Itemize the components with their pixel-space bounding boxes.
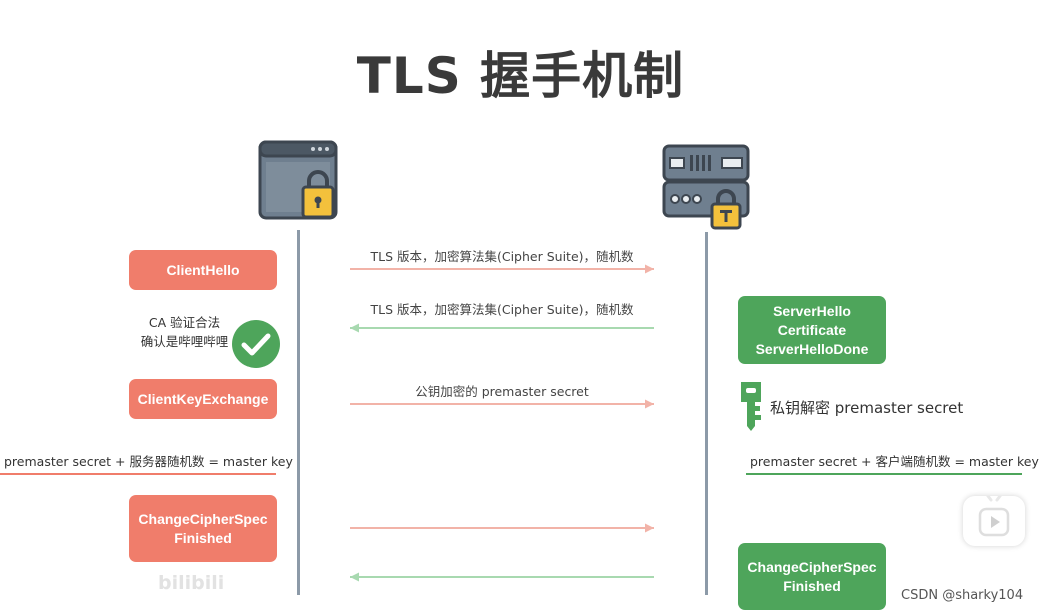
play-icon <box>978 490 1010 537</box>
bilibili-watermark: bilibili <box>158 572 225 594</box>
message-arrow <box>350 523 654 533</box>
ca-verify-note: CA 验证合法 确认是哔哩哔哩 <box>140 315 229 349</box>
client-formula-underline <box>0 473 276 475</box>
key-icon <box>741 382 761 431</box>
client-hello-box: ClientHello <box>129 250 277 290</box>
check-icon <box>232 320 280 368</box>
client-lifeline <box>297 230 300 595</box>
client-key-exchange-box: ClientKeyExchange <box>129 379 277 419</box>
message-label: 公钥加密的 premaster secret <box>415 384 589 399</box>
play-button[interactable] <box>963 490 1025 546</box>
message-arrow <box>350 323 654 333</box>
message-arrow <box>350 399 654 409</box>
server-change-cipher-box: ChangeCipherSpec Finished <box>738 543 886 610</box>
client-master-key-formula: premaster secret + 服务器随机数 = master key <box>4 454 293 469</box>
message-arrow <box>350 572 654 582</box>
private-key-decrypt-note: 私钥解密 premaster secret <box>770 399 964 417</box>
message-arrow <box>350 264 654 274</box>
page-title: TLS 握手机制 <box>356 47 685 105</box>
message-label: TLS 版本，加密算法集(Cipher Suite)，随机数 <box>370 249 634 264</box>
browser-lock-icon <box>258 140 338 220</box>
server-lock-icon <box>662 144 750 230</box>
message-label: TLS 版本，加密算法集(Cipher Suite)，随机数 <box>370 302 634 317</box>
server-hello-box: ServerHello Certificate ServerHelloDone <box>738 296 886 364</box>
server-lifeline <box>705 232 708 595</box>
csdn-credit: CSDN @sharky104 <box>901 588 1024 603</box>
client-change-cipher-box: ChangeCipherSpec Finished <box>129 495 277 562</box>
server-master-key-formula: premaster secret + 客户端随机数 = master key <box>750 454 1039 469</box>
server-formula-underline <box>746 473 1022 475</box>
